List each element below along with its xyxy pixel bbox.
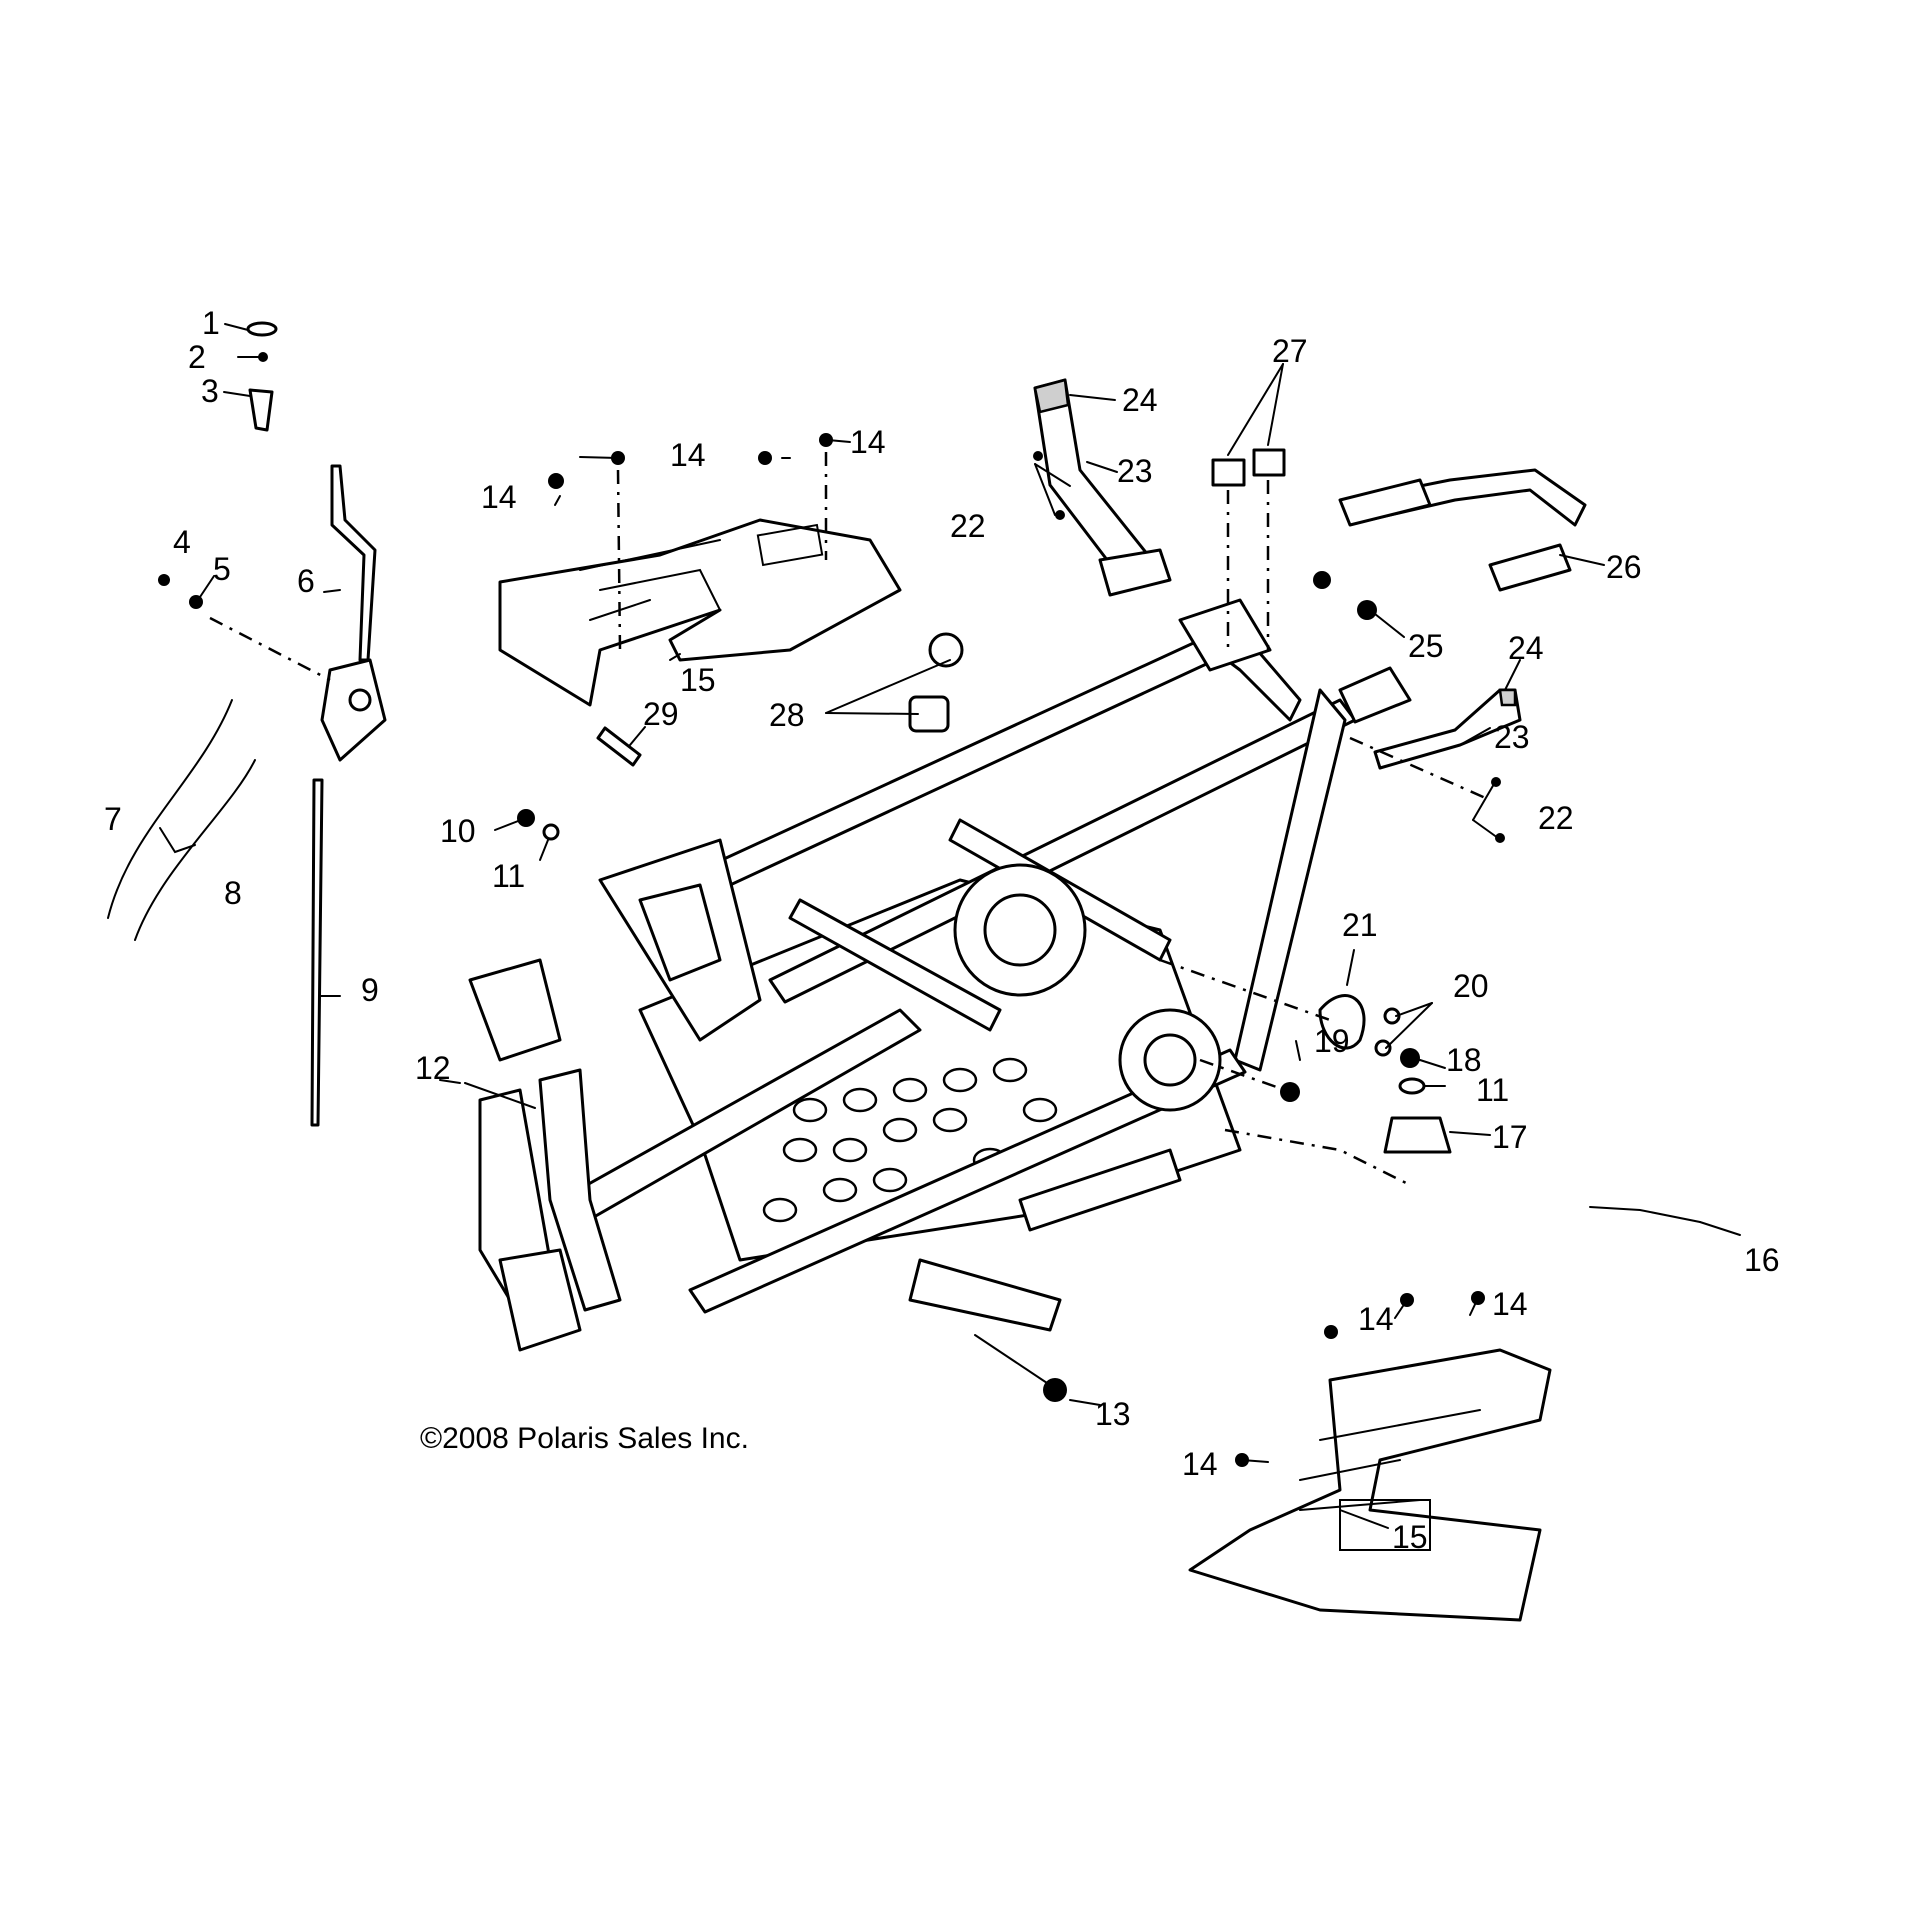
- part-28-bushings: [908, 632, 964, 733]
- callout-3: 3: [201, 373, 219, 409]
- part-25-nuts: [1313, 571, 1377, 620]
- part-11-washer-right: [1398, 1077, 1426, 1095]
- callout-19: 19: [1314, 1023, 1350, 1059]
- copyright-notice: ©2008 Polaris Sales Inc.: [420, 1422, 749, 1455]
- part-20-fasteners: [1374, 1007, 1401, 1057]
- callout-22b: 22: [1538, 800, 1574, 836]
- footwell-left: [498, 518, 902, 707]
- part-8-cable: [134, 759, 256, 941]
- callout-14f: 14: [1182, 1446, 1218, 1482]
- callout-21: 21: [1342, 907, 1378, 943]
- callout-14c: 14: [850, 424, 886, 460]
- callout-11a: 11: [492, 858, 525, 894]
- callout-6: 6: [297, 563, 315, 599]
- part-13-bolt: [974, 1334, 1067, 1402]
- callout-14a: 14: [481, 479, 517, 515]
- main-frame: [468, 598, 1412, 1352]
- part-4-clip: [158, 574, 170, 586]
- part-17-mount: [1383, 1116, 1452, 1154]
- callout-7: 7: [104, 801, 122, 837]
- callout-4: 4: [173, 524, 191, 560]
- part-3-grip: [248, 388, 274, 432]
- callout-26: 26: [1606, 549, 1642, 585]
- part-22-screws-lower: [1491, 777, 1505, 843]
- callout-18: 18: [1446, 1042, 1482, 1078]
- callout-20: 20: [1453, 968, 1489, 1004]
- callout-2: 2: [188, 339, 206, 375]
- callout-8: 8: [224, 875, 242, 911]
- callout-10: 10: [440, 813, 476, 849]
- callout-15a: 15: [680, 662, 716, 698]
- callout-15b: 15: [1392, 1519, 1428, 1555]
- callout-13: 13: [1095, 1396, 1131, 1432]
- part-29-pin: [596, 726, 642, 767]
- part-9-rod: [310, 778, 324, 1127]
- part-19-bolt: [1280, 1082, 1300, 1102]
- part-22-screws-upper: [1033, 451, 1065, 520]
- callout-23b: 23: [1494, 719, 1530, 755]
- callout-27: 27: [1272, 333, 1308, 369]
- callout-1: 1: [202, 305, 220, 341]
- callout-28: 28: [769, 697, 805, 733]
- callout-14d: 14: [1358, 1301, 1394, 1337]
- part-2-pin: [237, 352, 268, 362]
- leader-lines: [159, 323, 1741, 1529]
- part-11-washer: [542, 823, 560, 841]
- part-27-bumpers: [1211, 448, 1286, 487]
- part-16-cable: [1589, 1206, 1701, 1223]
- callout-12: 12: [415, 1050, 451, 1086]
- part-24-grip-left: [1033, 378, 1172, 597]
- part-7-cable: [107, 699, 233, 919]
- callout-29: 29: [643, 696, 679, 732]
- part-18-nut: [1400, 1048, 1420, 1068]
- part-12-bolt: [464, 1082, 536, 1109]
- part-21-cap: [1318, 994, 1366, 1050]
- callout-labels: 1 2 3 4 5 6 7 8 9 10 11 12 13 14 14 14 1…: [104, 305, 1780, 1555]
- callout-9: 9: [361, 972, 379, 1008]
- part-24-grip-right: [1373, 688, 1522, 770]
- callout-24a: 24: [1122, 382, 1158, 418]
- callout-11b: 11: [1476, 1072, 1509, 1108]
- callout-14e: 14: [1492, 1286, 1528, 1322]
- callout-5: 5: [213, 551, 231, 587]
- callout-24b: 24: [1508, 630, 1544, 666]
- part-26-grab-bar: [1338, 468, 1587, 592]
- part-6-shift-lever: [320, 464, 387, 762]
- callout-14b: 14: [670, 437, 706, 473]
- callout-25: 25: [1408, 628, 1444, 664]
- callout-16: 16: [1744, 1242, 1780, 1278]
- callout-17: 17: [1492, 1119, 1528, 1155]
- footwell-right: [1188, 1348, 1552, 1622]
- callout-23a: 23: [1117, 453, 1153, 489]
- callout-22a: 22: [950, 508, 986, 544]
- part-1-ring: [246, 321, 278, 337]
